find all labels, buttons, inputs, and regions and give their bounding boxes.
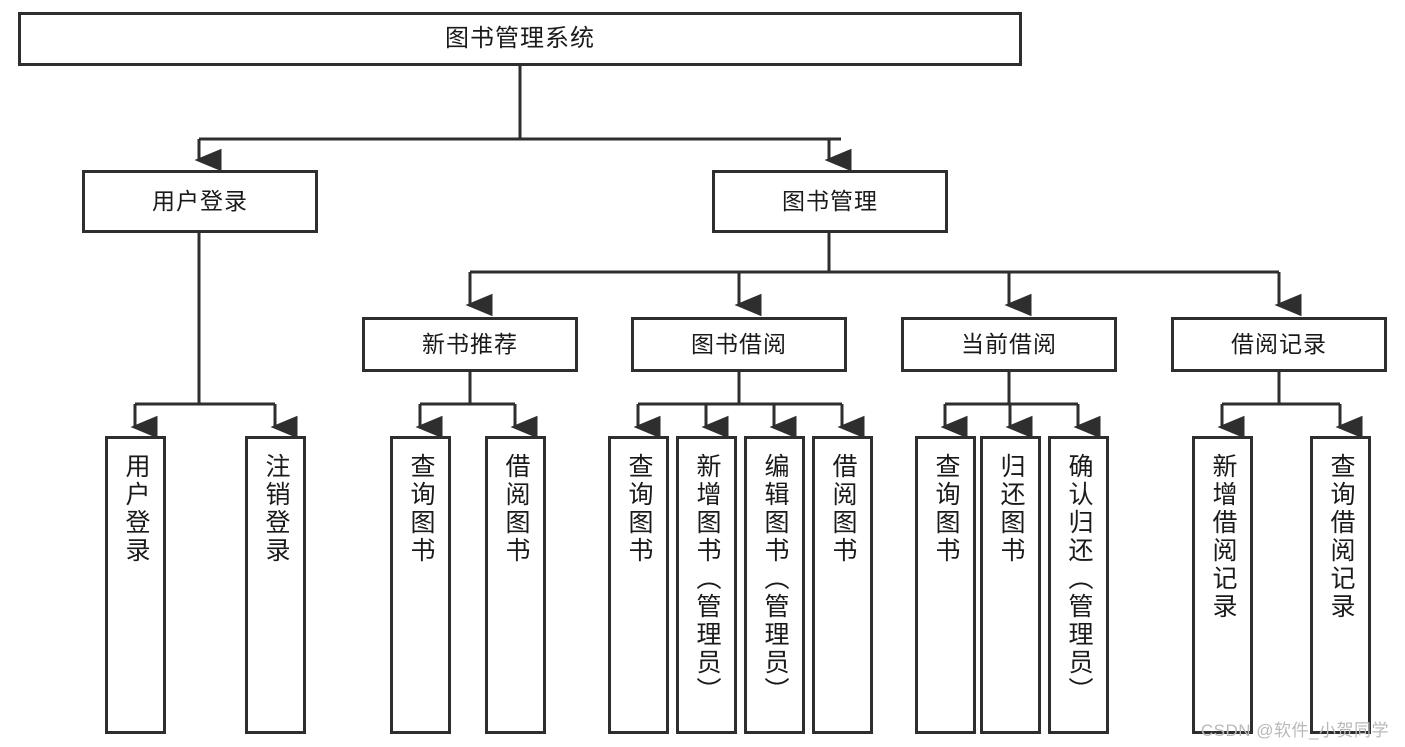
node-label: 当前借阅 [961,331,1057,358]
leaf-borrow-books-recommendation[interactable]: 借阅图书 [485,436,546,734]
node-label: 图书借阅 [691,331,787,358]
node-user-login[interactable]: 用户登录 [82,170,318,233]
leaf-query-books-borrowing[interactable]: 查询图书 [608,436,669,734]
node-label: 编辑图书（管理员） [761,453,789,705]
leaf-add-borrow-record[interactable]: 新增借阅记录 [1192,436,1253,734]
node-label: 查询借阅记录 [1327,453,1355,621]
node-label: 借阅记录 [1231,331,1327,358]
node-book-borrowing[interactable]: 图书借阅 [631,317,847,372]
leaf-edit-book-admin[interactable]: 编辑图书（管理员） [744,436,805,734]
node-label: 查询图书 [625,453,653,565]
leaf-query-borrow-record[interactable]: 查询借阅记录 [1310,436,1371,734]
node-label: 图书管理 [782,188,878,215]
node-label: 确认归还（管理员） [1065,453,1093,705]
leaf-return-books[interactable]: 归还图书 [980,436,1041,734]
node-label: 查询图书 [407,453,435,565]
node-label: 注销登录 [262,453,290,565]
leaf-user-login[interactable]: 用户登录 [105,436,166,734]
node-label: 借阅图书 [502,453,530,565]
node-current-borrowing[interactable]: 当前借阅 [901,317,1117,372]
node-label: 借阅图书 [829,453,857,565]
node-label: 新增借阅记录 [1209,453,1237,621]
node-label: 新书推荐 [422,331,518,358]
node-root-system[interactable]: 图书管理系统 [18,12,1022,66]
node-label: 查询图书 [932,453,960,565]
node-label: 新增图书（管理员） [693,453,721,705]
node-label: 用户登录 [152,188,248,215]
leaf-add-book-admin[interactable]: 新增图书（管理员） [676,436,737,734]
node-label: 归还图书 [997,453,1025,565]
leaf-query-books-recommendation[interactable]: 查询图书 [390,436,451,734]
node-borrow-records[interactable]: 借阅记录 [1171,317,1387,372]
leaf-logout[interactable]: 注销登录 [245,436,306,734]
node-label: 用户登录 [122,453,150,565]
leaf-confirm-return-admin[interactable]: 确认归还（管理员） [1048,436,1109,734]
node-label: 图书管理系统 [445,25,595,53]
node-book-management[interactable]: 图书管理 [712,170,948,233]
watermark: CSDN @软件_小贺同学 [1200,721,1389,740]
leaf-query-books-current[interactable]: 查询图书 [915,436,976,734]
leaf-borrow-books-borrowing[interactable]: 借阅图书 [812,436,873,734]
node-new-book-recommendation[interactable]: 新书推荐 [362,317,578,372]
